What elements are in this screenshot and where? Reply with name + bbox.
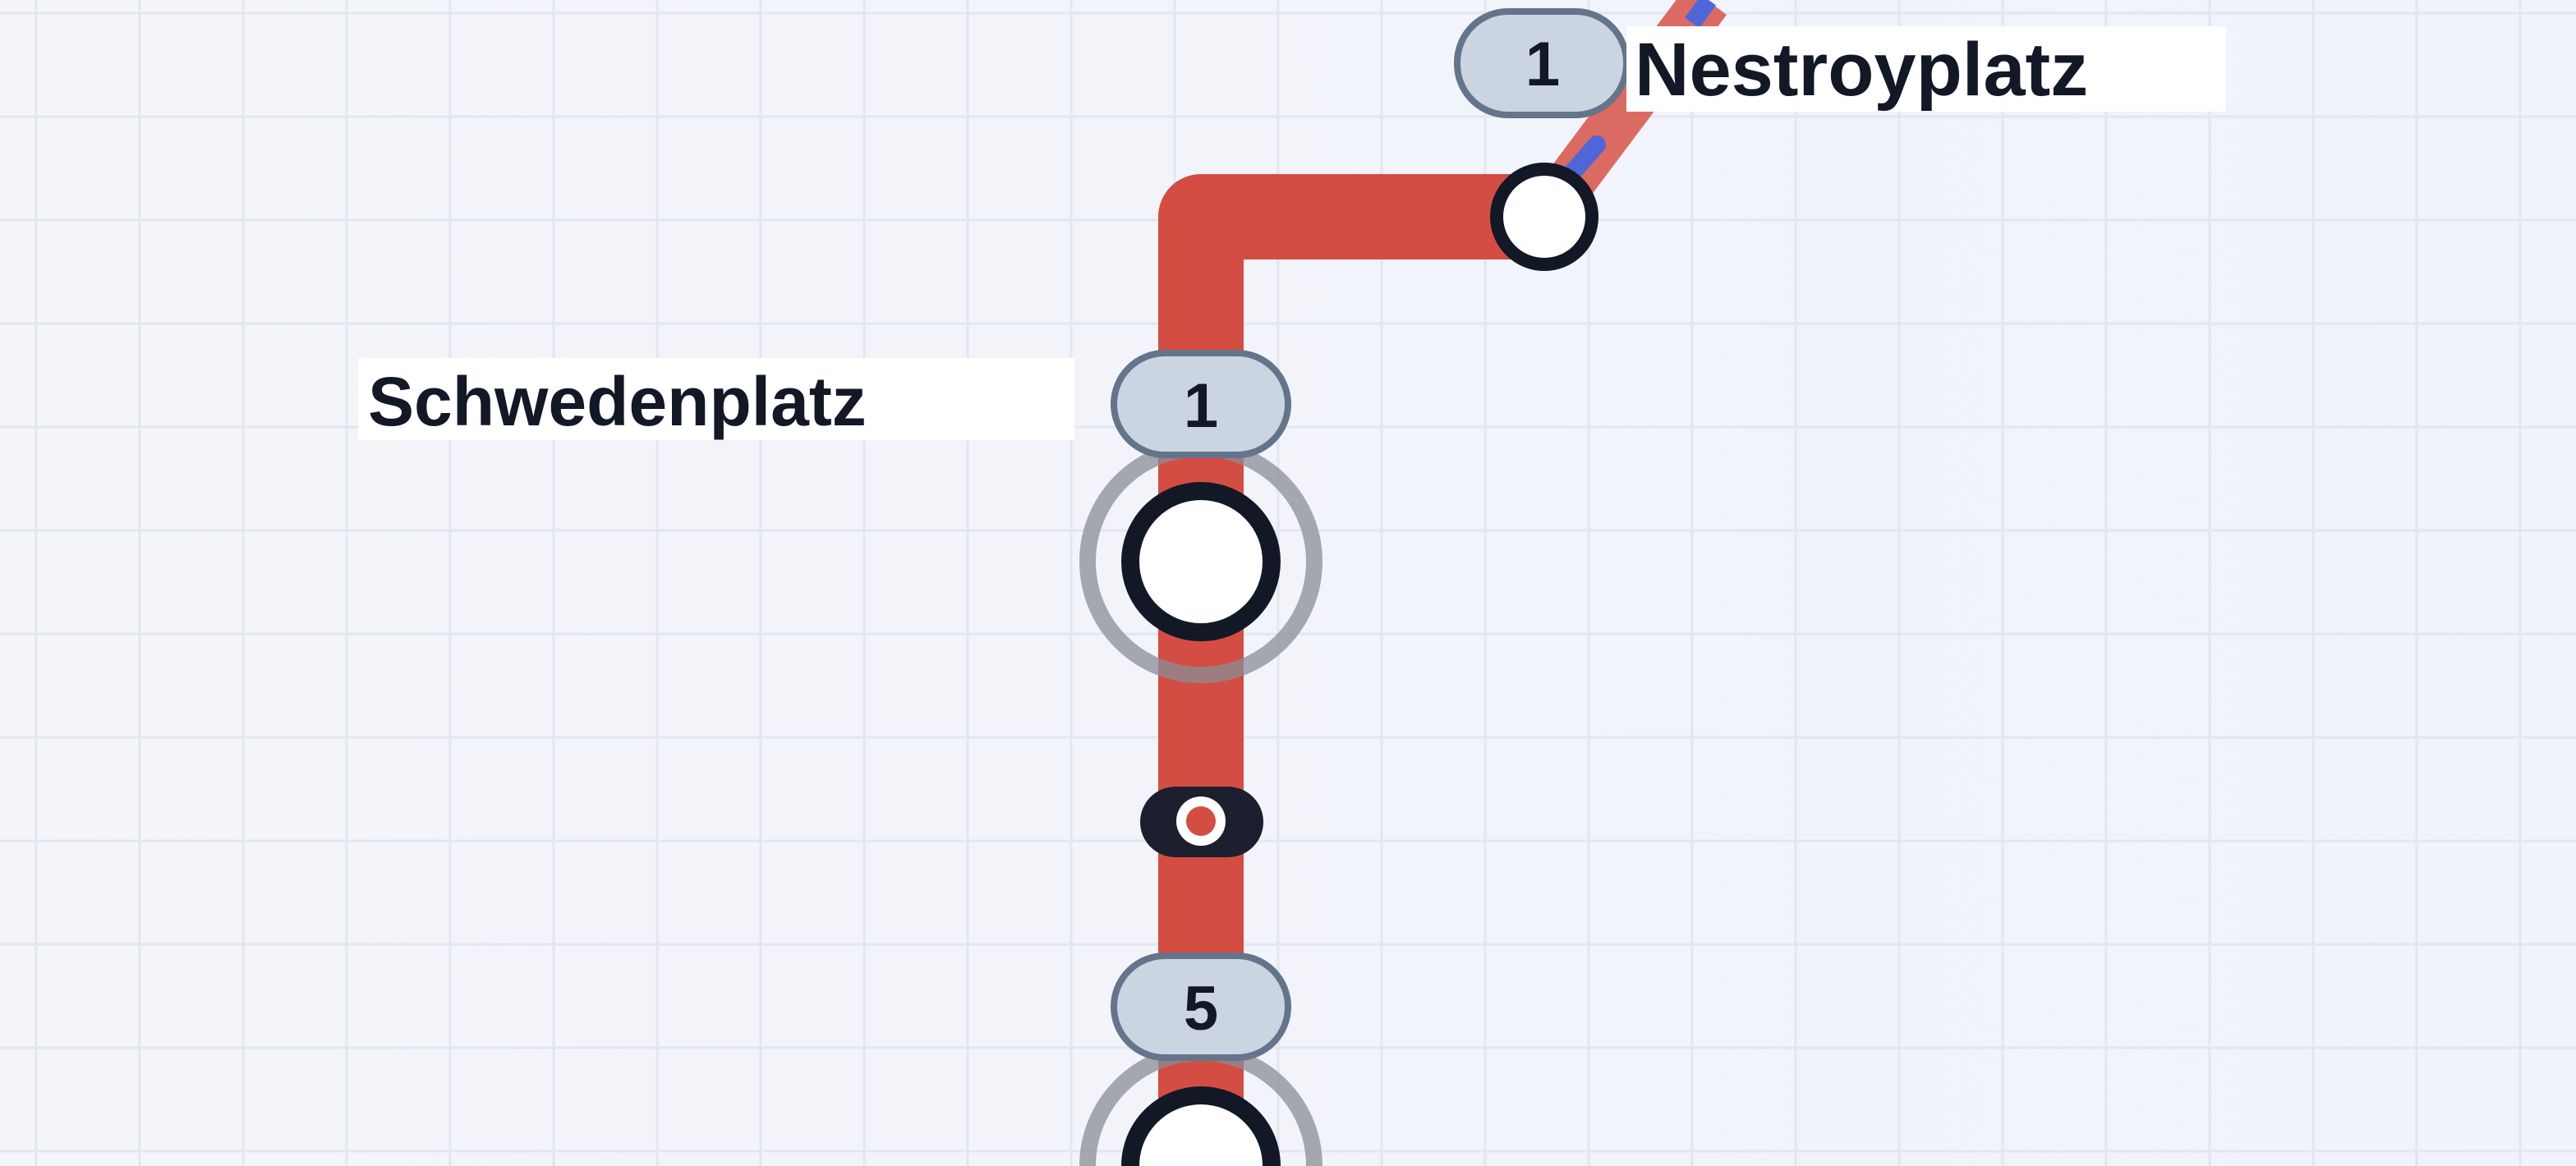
line-badge-number: 1 (1184, 371, 1218, 441)
station-marker[interactable] (1121, 482, 1281, 641)
station-marker[interactable] (1490, 163, 1598, 271)
vehicle-dot-inner (1186, 806, 1216, 836)
label-background (1626, 26, 2226, 112)
line-badge (1111, 953, 1291, 1061)
secondary-line-segment[interactable] (1685, 0, 1716, 29)
station-marker[interactable] (1121, 1086, 1281, 1166)
line-badge-number: 1 (1525, 30, 1560, 99)
line-badge (1111, 350, 1291, 458)
station-nestroyplatz[interactable]: 1 Nestroyplatz (1454, 8, 2226, 271)
station-label[interactable]: Schwedenplatz (368, 363, 867, 440)
label-background (358, 358, 1074, 440)
line-badge-number: 5 (1184, 974, 1218, 1044)
vehicle-marker[interactable] (1140, 787, 1263, 857)
station-label[interactable]: Nestroyplatz (1635, 28, 2088, 112)
secondary-line-segment[interactable] (1565, 135, 1606, 180)
station-lower[interactable]: 5 (1079, 953, 1322, 1166)
station-schwedenplatz[interactable]: 1 Schwedenplatz (358, 350, 1322, 683)
